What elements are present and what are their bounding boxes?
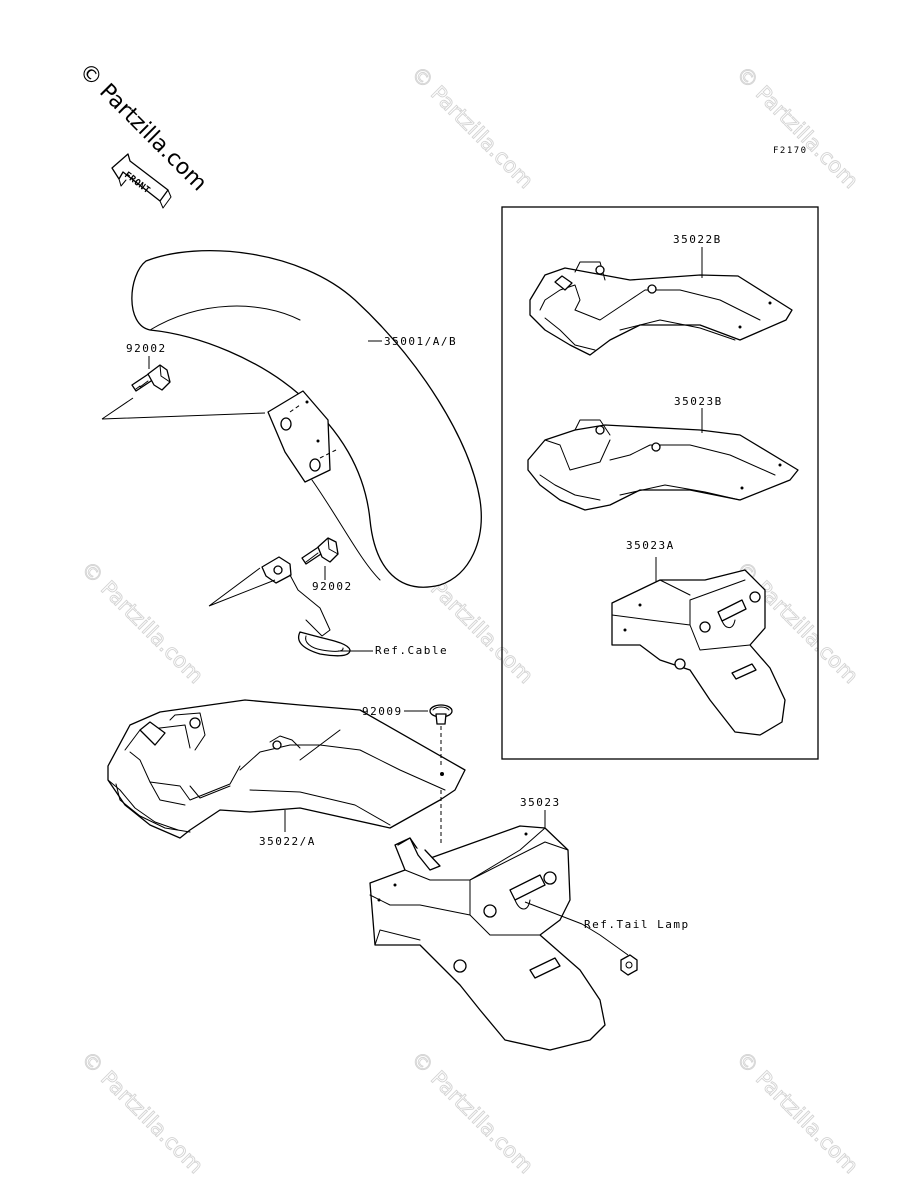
cable-clamp — [261, 556, 351, 657]
watermark-text: © Partzilla.com — [76, 1047, 208, 1179]
callout-ref-tail-lamp: Ref.Tail Lamp — [584, 918, 690, 931]
figure-code: F2170 — [773, 146, 808, 156]
front-fender — [131, 250, 482, 588]
callout-rear-fender-lower: 35023 — [520, 796, 561, 809]
watermark-text: © Partzilla.com — [731, 62, 863, 194]
watermark-text: © Partzilla.com — [76, 557, 208, 689]
watermark-text: © Partzilla.com — [406, 1047, 538, 1179]
callout-ref-cable: Ref.Cable — [375, 644, 448, 657]
tail-lamp-nut — [620, 954, 638, 976]
inset-part-35023b — [527, 419, 799, 511]
callout-front-fender: 35001/A/B — [384, 335, 457, 348]
leader-cable-clamp — [208, 567, 276, 607]
watermark-text: © Partzilla.com — [731, 1047, 863, 1179]
callout-screw: 92009 — [362, 705, 403, 718]
callout-inset-35023b: 35023B — [674, 395, 723, 408]
bolt-lower — [301, 537, 339, 565]
watermark-text: © Partzilla.com — [406, 62, 538, 194]
callout-bolt-upper: 92002 — [126, 342, 167, 355]
leader-fender-bracket — [101, 397, 266, 420]
rear-fender-35022 — [107, 699, 466, 839]
callout-rear-fender-upper: 35022/A — [259, 835, 316, 848]
callout-inset-35023a: 35023A — [626, 539, 675, 552]
bolt-upper — [131, 364, 171, 392]
rear-fender-35023 — [369, 825, 606, 1051]
inset-part-35022b — [529, 261, 793, 356]
screw-92009 — [429, 704, 453, 767]
callout-bolt-lower: 92002 — [312, 580, 353, 593]
alternate-parts-inset — [501, 206, 819, 760]
callout-inset-35022b: 35022B — [673, 233, 722, 246]
inset-part-35023a — [611, 569, 786, 736]
leader-ref-tail-lamp — [524, 901, 629, 956]
